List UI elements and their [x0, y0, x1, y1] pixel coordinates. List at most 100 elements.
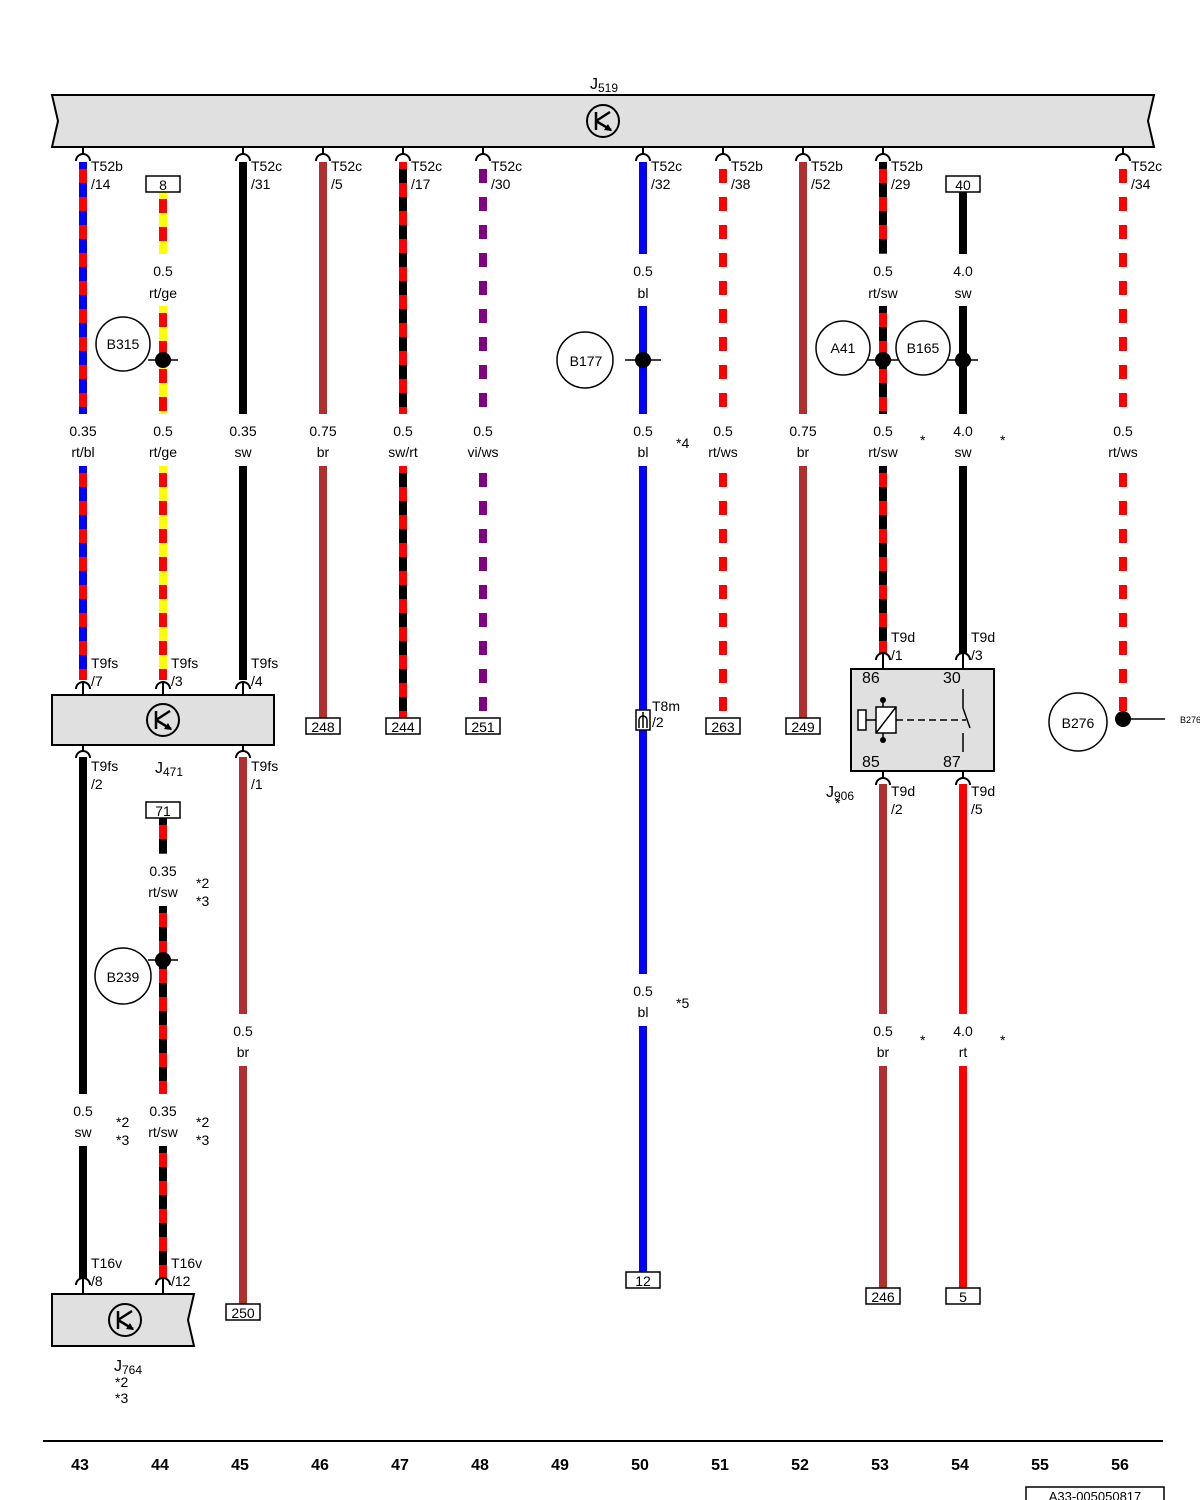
column-number: 47 — [391, 1457, 409, 1474]
wire-size: 0.5 — [1113, 423, 1133, 439]
splice-label: B276 — [1062, 715, 1095, 731]
wire-color: rt/ge — [149, 444, 177, 460]
wire-color: rt/sw — [148, 1124, 178, 1140]
footnotes: *4 *5 * * * * *2 *3 *2 *3 *2 *3 — [116, 432, 1006, 1148]
module-j519[interactable]: J519 — [50, 76, 1156, 148]
connector-id: T52b — [811, 158, 843, 174]
footnote: *4 — [676, 435, 689, 451]
connector-id: T9d — [971, 783, 995, 799]
column-number: 51 — [711, 1457, 729, 1474]
connector-labels: T52b /14 T52c /31 T52c /5 T52c /17 T52c … — [91, 158, 1162, 1289]
connector-arc-icon — [955, 777, 971, 786]
connector-id: T9fs — [251, 758, 278, 774]
connector-arc-icon — [875, 652, 891, 661]
footnote: * — [835, 795, 841, 811]
splice-label: B165 — [907, 340, 940, 356]
ref-box: 71 — [155, 803, 171, 819]
wire-color: bl — [638, 285, 649, 301]
column-number: 50 — [631, 1457, 649, 1474]
connector-id: T52c — [331, 158, 362, 174]
wire-color: rt/ws — [708, 444, 738, 460]
connector-pin: /2 — [652, 714, 664, 730]
connector-arc-icon — [75, 750, 91, 759]
footnote: *2 — [196, 875, 209, 891]
column-number: 44 — [151, 1457, 169, 1474]
connector-pin: /1 — [251, 776, 263, 792]
ref-box: 263 — [711, 719, 735, 735]
ref-box: 12 — [635, 1273, 651, 1289]
splice-badge-b276 — [1048, 692, 1108, 752]
splice-label: B315 — [107, 336, 140, 352]
connector-id: T8m — [652, 698, 680, 714]
wire-size: 0.5 — [153, 423, 173, 439]
footnote: *2 — [115, 1374, 128, 1390]
module-j764[interactable]: J764 *2 *3 — [51, 1293, 196, 1406]
connector-id: T52c — [651, 158, 682, 174]
connector-id: T52c — [491, 158, 522, 174]
splice-dot — [155, 952, 171, 968]
splice-badge-b239 — [94, 947, 152, 1005]
connector-id: T9fs — [91, 655, 118, 671]
connector-pin: /32 — [651, 176, 671, 192]
wire-size: 0.5 — [633, 983, 653, 999]
connector-pin: /29 — [891, 176, 911, 192]
footnote: * — [1000, 1032, 1006, 1048]
wire-size: 0.5 — [473, 423, 493, 439]
wire-color: rt/sw — [868, 285, 898, 301]
relay-j906[interactable]: 86 30 85 87 J906 * — [826, 668, 995, 811]
wire-size: 4.0 — [953, 423, 973, 439]
connector-arc-icon — [875, 777, 891, 786]
wire-size: 0.35 — [229, 423, 256, 439]
connector-arcs — [75, 147, 1131, 1294]
connector-pin: /4 — [251, 673, 263, 689]
connector-arc-icon — [395, 153, 411, 162]
column-number: 53 — [871, 1457, 889, 1474]
connector-pin: /5 — [971, 801, 983, 817]
column-number: 52 — [791, 1457, 809, 1474]
wire-color: br — [797, 444, 810, 460]
connector-arc-icon — [875, 153, 891, 162]
relay-pin-87: 87 — [943, 754, 961, 771]
splice-dot — [155, 352, 171, 368]
connector-pin: /3 — [171, 673, 183, 689]
connector-arc-icon — [155, 1277, 171, 1286]
footnote: *3 — [196, 893, 209, 909]
connector-pin: /2 — [891, 801, 903, 817]
footer-code: A33-005050817 — [1049, 1489, 1142, 1500]
reference-boxes[interactable]: 8 40 248 244 251 263 249 71 250 12 246 5 — [145, 175, 981, 1321]
footnote: * — [920, 432, 926, 448]
column-number: 54 — [951, 1457, 969, 1474]
wire-color: sw — [954, 444, 972, 460]
ref-box: 246 — [871, 1289, 895, 1305]
wire-size: 0.35 — [149, 863, 176, 879]
wire-color: rt/bl — [71, 444, 94, 460]
relay-pin-85: 85 — [862, 754, 880, 771]
footer: 43 44 45 46 47 48 49 50 51 52 53 54 55 5… — [43, 1440, 1165, 1500]
connector-id: T9fs — [251, 655, 278, 671]
splice-badge-b315 — [95, 316, 151, 372]
footnote: *3 — [196, 1132, 209, 1148]
connector-arc-icon — [955, 652, 971, 661]
footnote: *3 — [116, 1132, 129, 1148]
wire-size: 4.0 — [953, 1023, 973, 1039]
column-number: 49 — [551, 1457, 569, 1474]
connector-pin: /3 — [971, 647, 983, 663]
module-label: J906 — [826, 784, 854, 803]
splice-dot — [955, 352, 971, 368]
connector-arc-icon — [235, 750, 251, 759]
splice-dot — [1115, 711, 1131, 727]
wire-color: sw — [74, 1124, 92, 1140]
wire-size: 0.5 — [73, 1103, 93, 1119]
connector-pin: /17 — [411, 176, 431, 192]
splice-label: B177 — [570, 353, 603, 369]
connector-arc-icon — [315, 153, 331, 162]
wire-color: rt — [959, 1044, 968, 1060]
connector-pin: /31 — [251, 176, 271, 192]
connector-arc-icon — [715, 153, 731, 162]
connector-pin: /1 — [891, 647, 903, 663]
module-j471[interactable]: J471 — [51, 694, 275, 779]
connector-id: T52c — [411, 158, 442, 174]
wire-size: 0.75 — [789, 423, 816, 439]
connector-id: T52c — [1131, 158, 1162, 174]
